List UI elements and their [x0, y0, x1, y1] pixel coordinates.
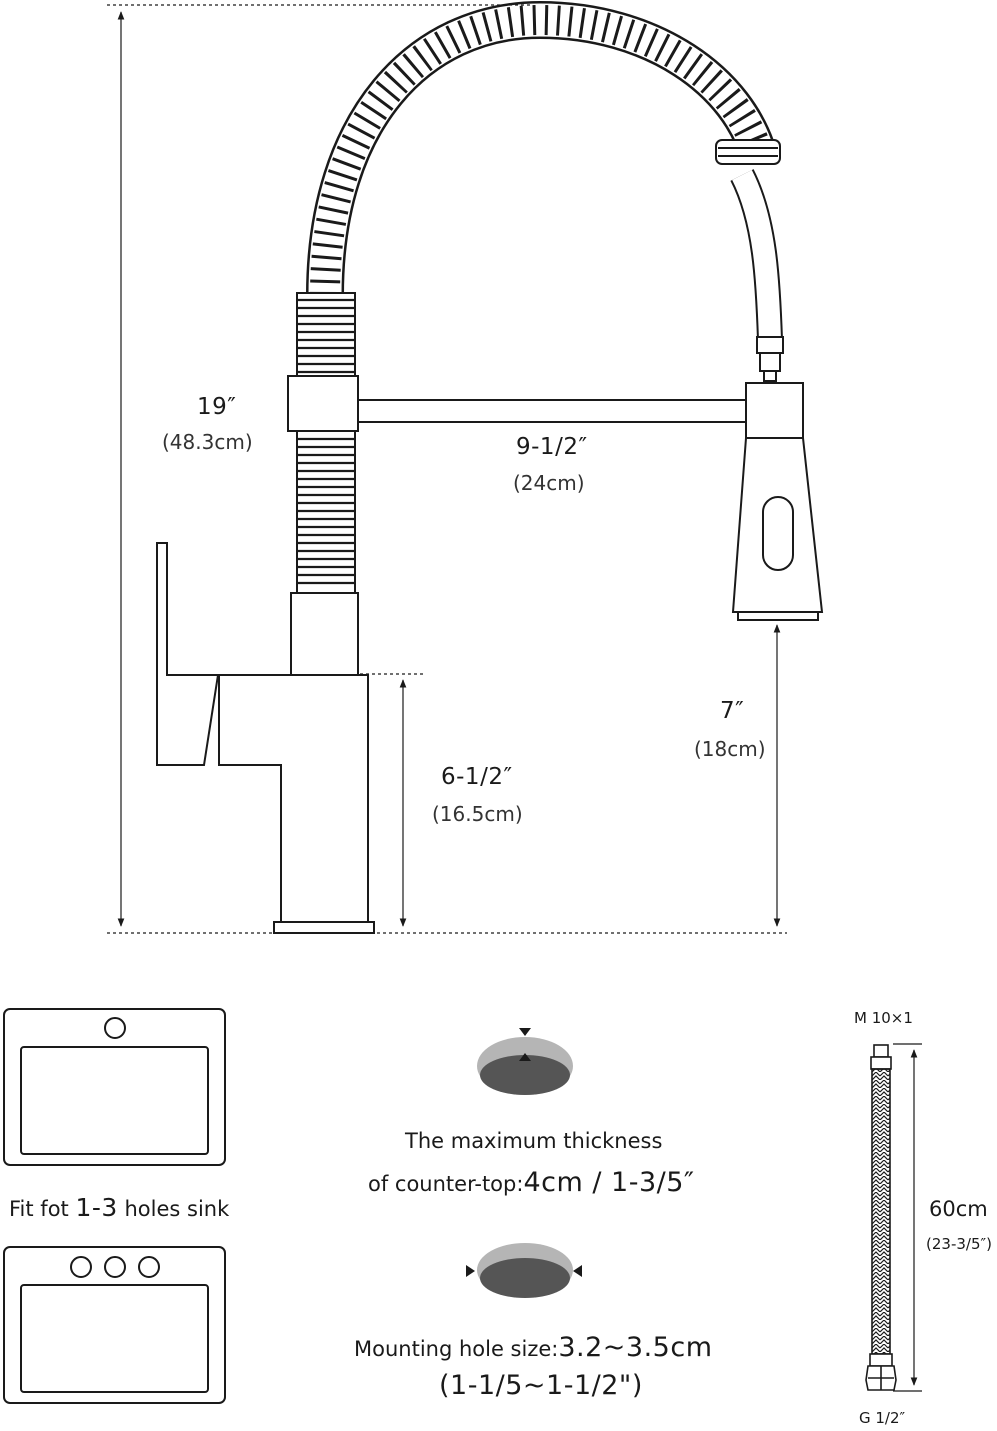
- base-plate: [273, 921, 375, 934]
- faucet-hole: [70, 1256, 92, 1278]
- reach-metric: (24cm): [513, 471, 585, 495]
- clearance-imperial: 7″: [720, 698, 745, 724]
- hose-length-metric: 60cm: [929, 1197, 988, 1221]
- hose-dimension: [893, 1043, 922, 1392]
- reach-imperial: 9-1/2″: [516, 434, 588, 460]
- spout-hub: [287, 375, 359, 432]
- body-spring-upper: [296, 292, 356, 377]
- hose-bottom-thread: G 1/2″: [859, 1409, 906, 1427]
- countertop-thickness-icon: [477, 1028, 573, 1095]
- spring-coil: [306, 0, 779, 296]
- mounting-hole-prefix: Mounting hole size:: [354, 1337, 559, 1361]
- clearance-metric: (18cm): [694, 737, 766, 761]
- mounting-hole-icon: [466, 1243, 582, 1298]
- faucet-hole: [104, 1256, 126, 1278]
- faucet-hole: [138, 1256, 160, 1278]
- sink-fit-prefix: Fit fot: [9, 1197, 76, 1221]
- spout-arm: [357, 399, 748, 423]
- base-height-imperial: 6-1/2″: [441, 764, 513, 790]
- dimension-lines: [107, 4, 787, 934]
- sink-fit-text: Fit fot 1-3 holes sink: [9, 1193, 229, 1222]
- countertop-line1: The maximum thickness: [405, 1129, 663, 1153]
- spray-head-top: [745, 382, 804, 439]
- sink-three-holes: [3, 1246, 226, 1404]
- supply-hose: [865, 1044, 897, 1391]
- faucet-base: [218, 674, 369, 923]
- sink-holes-range: 1-3: [75, 1193, 118, 1222]
- body-collar: [290, 592, 359, 676]
- height-total-imperial: 19″: [197, 394, 237, 420]
- spray-button: [762, 496, 794, 571]
- faucet-hole: [104, 1017, 126, 1039]
- sink-fit-suffix: holes sink: [117, 1197, 230, 1221]
- base-height-metric: (16.5cm): [432, 802, 523, 826]
- countertop-value: 4cm / 1-3/5″: [523, 1167, 695, 1198]
- hose-top-thread: M 10×1: [854, 1009, 913, 1027]
- lever-handle: [156, 542, 220, 766]
- sink-one-hole: [3, 1008, 226, 1166]
- coil-end-collar: [715, 139, 781, 165]
- body-spring-lower: [296, 430, 356, 594]
- countertop-line2: of counter-top:4cm / 1-3/5″: [368, 1167, 695, 1198]
- faucet-drawing: [156, 0, 824, 934]
- countertop-prefix: of counter-top:: [368, 1172, 524, 1196]
- height-total-metric: (48.3cm): [162, 430, 253, 454]
- mounting-hole-imperial: (1-1/5~1-1/2"): [439, 1370, 643, 1401]
- mounting-hole-metric: 3.2~3.5cm: [558, 1332, 713, 1363]
- hose-length-imperial: (23-3/5″): [926, 1235, 992, 1253]
- mounting-hole-line1: Mounting hole size:3.2~3.5cm: [354, 1332, 713, 1363]
- hose-connector: [756, 336, 784, 354]
